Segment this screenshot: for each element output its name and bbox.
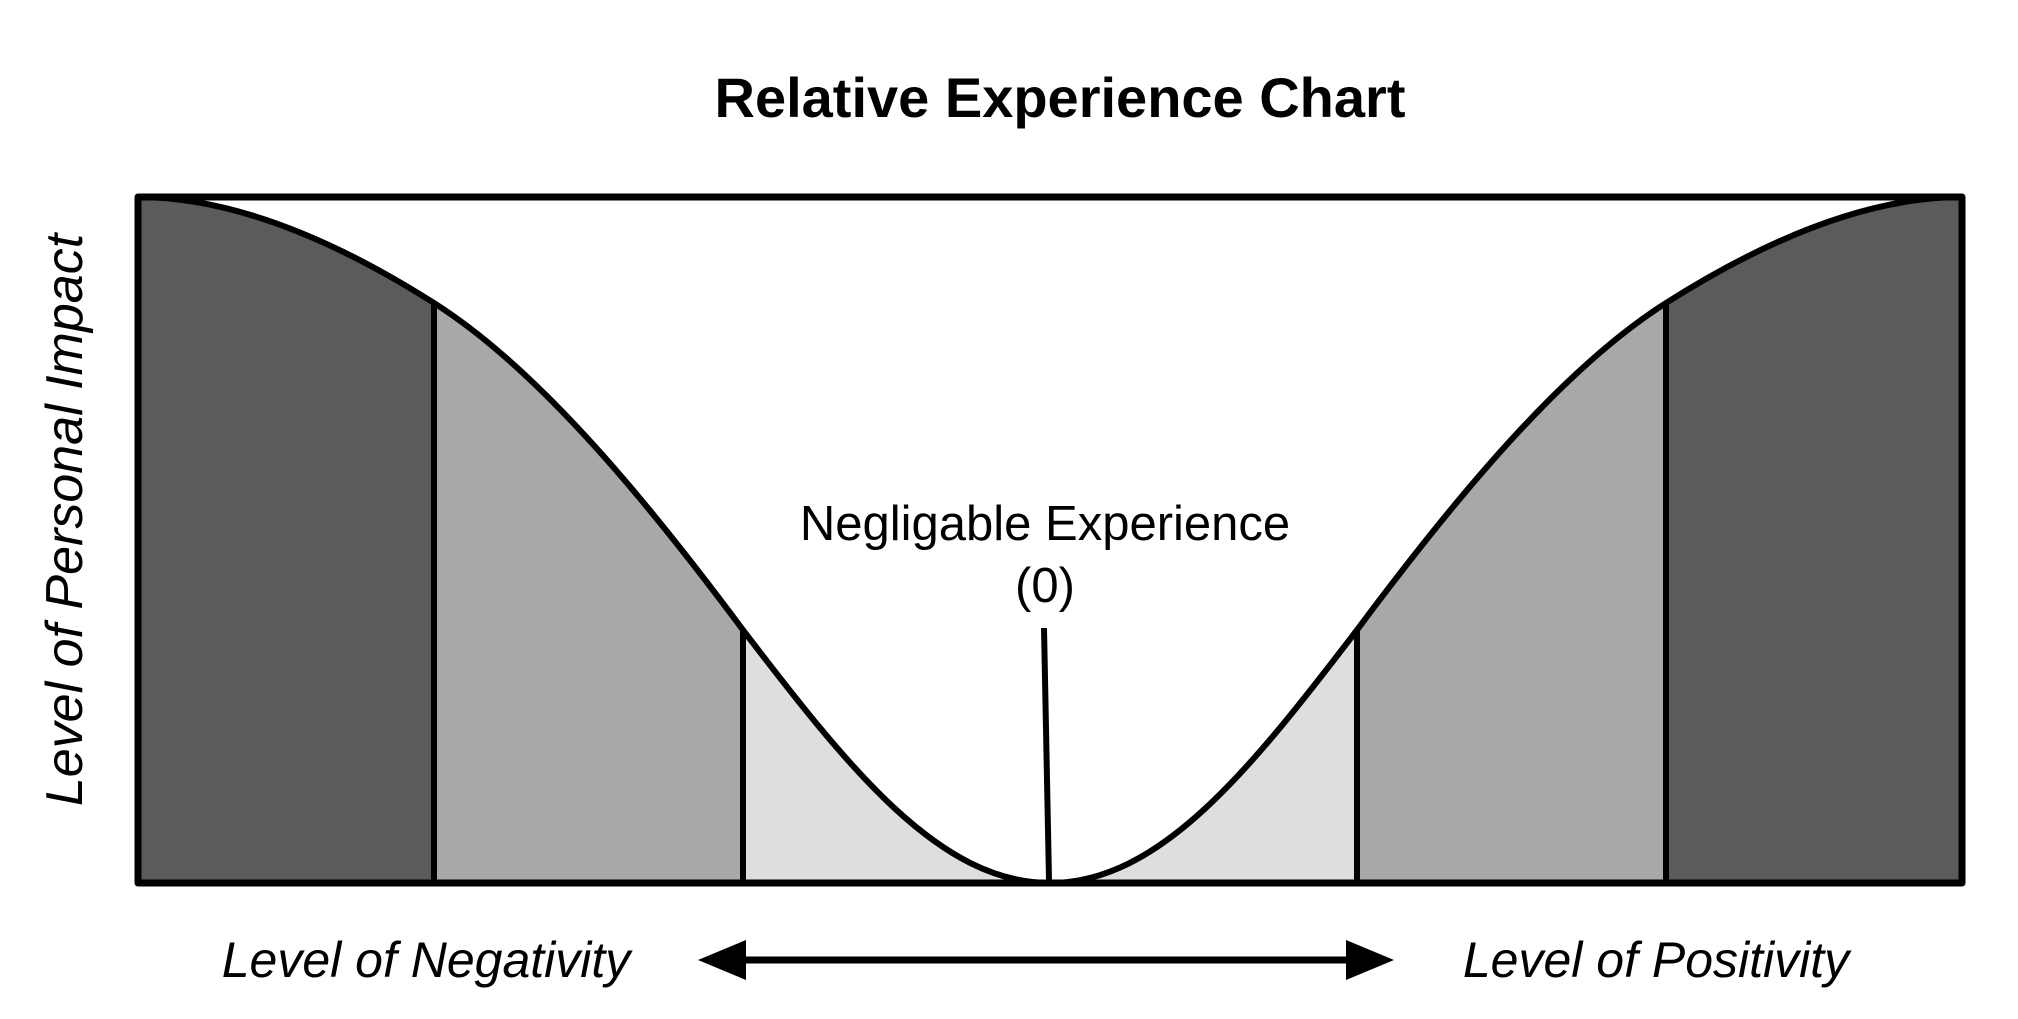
arrow-head-left: [698, 940, 746, 980]
y-axis-label: Level of Personal Impact: [36, 231, 94, 806]
zero-pointer-line: [1041, 627, 1052, 881]
impact-bands: [138, 197, 1962, 883]
chart-frame: [134, 193, 1966, 887]
double-arrow: [698, 940, 1394, 980]
arrow-head-right: [1346, 940, 1394, 980]
band-middle-positive: [1357, 303, 1666, 883]
positivity-label: Level of Positivity: [1463, 932, 1852, 988]
band-outer-positive: [1666, 197, 1962, 883]
band-middle-negative: [434, 303, 743, 883]
zero-label: (0): [1015, 559, 1075, 613]
band-inner-positive: [1050, 630, 1357, 883]
negativity-label: Level of Negativity: [222, 932, 634, 988]
negligible-experience-label: Negligable Experience: [800, 497, 1290, 551]
band-inner-negative: [743, 630, 1050, 883]
band-outer-negative: [138, 197, 434, 883]
band-dividers: [431, 303, 1669, 883]
chart-title: Relative Experience Chart: [715, 66, 1406, 129]
